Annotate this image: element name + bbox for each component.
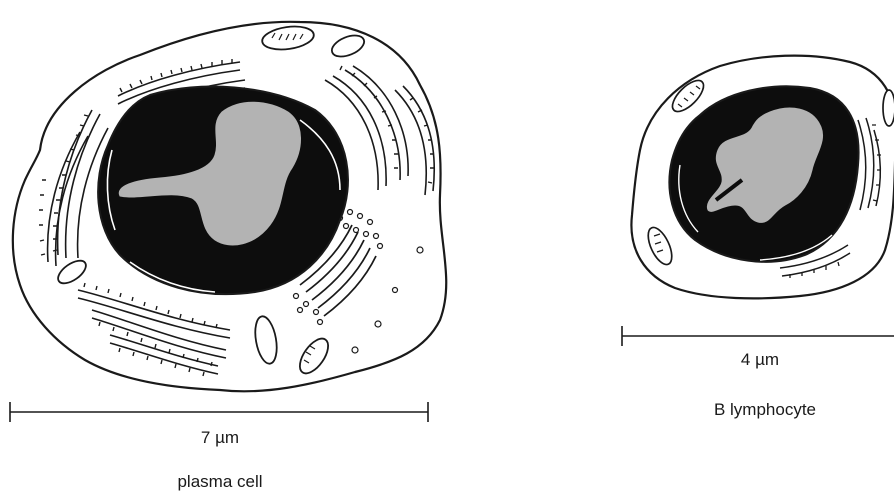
plasma-cell-scale-bar bbox=[10, 402, 428, 422]
plasma-cell-label: plasma cell bbox=[145, 472, 295, 492]
b-lymphocyte-label: B lymphocyte bbox=[680, 400, 850, 420]
b-lymphocyte-mitochondrion-right bbox=[883, 90, 894, 126]
b-lymphocyte-scale-label: 4 µm bbox=[710, 350, 810, 370]
b-lymphocyte bbox=[631, 56, 894, 299]
b-lymphocyte-scale-bar bbox=[622, 326, 894, 346]
plasma-cell bbox=[13, 22, 446, 391]
plasma-cell-scale-label: 7 µm bbox=[170, 428, 270, 448]
